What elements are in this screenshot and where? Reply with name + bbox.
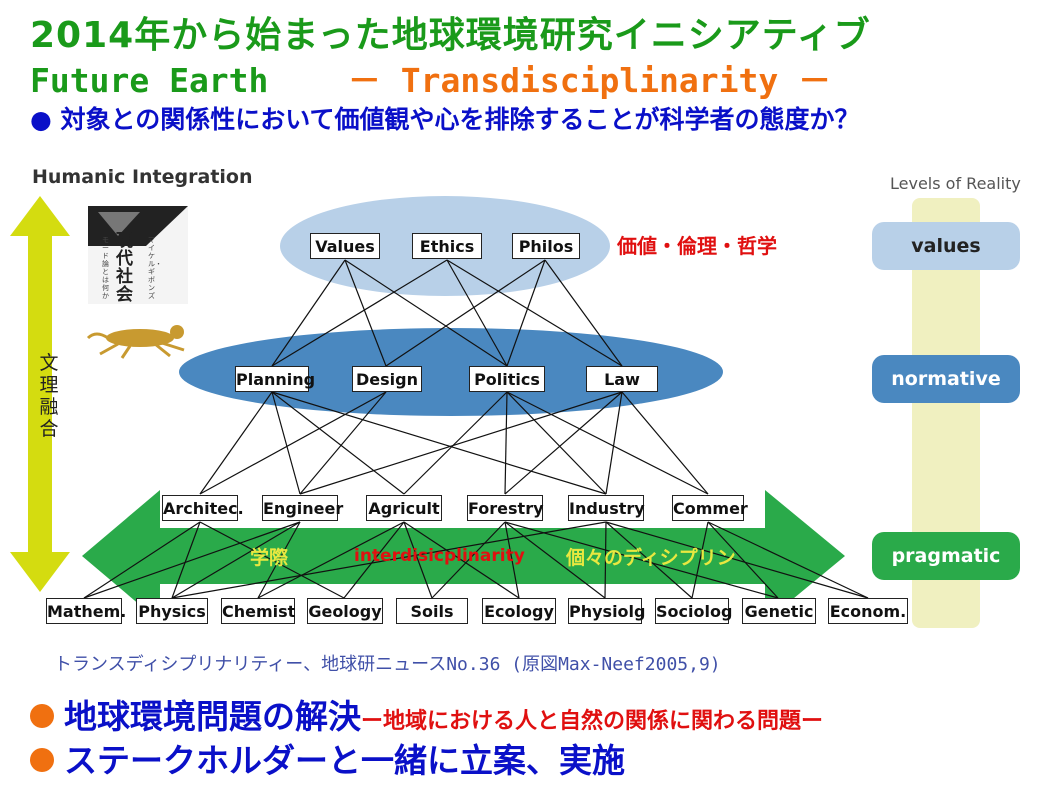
humanic-integration-label: Humanic Integration	[32, 166, 253, 188]
bullet-1-main: 地球環境問題の解決	[64, 697, 361, 736]
bullet-2: ステークホルダーと一緒に立案、実施	[30, 734, 625, 782]
node-politics: Politics	[469, 366, 545, 392]
source-caption: トランスディシプリナリティー、地球研ニュースNo.36 (原図Max-Neef2…	[54, 654, 721, 675]
node-philos: Philos	[512, 233, 580, 259]
question-bullet: ●	[30, 105, 52, 134]
book-author: マイケル・ギボンズ	[148, 236, 162, 300]
node-design: Design	[352, 366, 422, 392]
level-pragmatic: pragmatic	[872, 532, 1020, 580]
levels-band	[912, 198, 980, 628]
title-line-2: Future Earth － Transdisciplinarity －	[30, 54, 831, 102]
node-agricult: Agricult	[366, 495, 442, 521]
node-genetic: Genetic	[742, 598, 816, 624]
values-ethics-philosophy-jp-label: 価値・倫理・哲学	[617, 234, 777, 258]
node-forestry: Forestry	[467, 495, 544, 521]
arrow-label-individual-disciplines: 個々のディシプリン	[566, 547, 736, 569]
connection-lines	[83, 259, 869, 599]
green-horizontal-arrow	[82, 490, 845, 622]
node-chemist: Chemist	[221, 598, 295, 624]
yellow-vertical-arrow	[10, 196, 70, 592]
bullet-1: 地球環境問題の解決ー地域における人と自然の関係に関わる問題ー	[30, 690, 823, 738]
node-law: Law	[586, 366, 658, 392]
node-values: Values	[310, 233, 380, 259]
node-physiolg: Physiolg	[568, 598, 645, 624]
bunri-yugo-label: 文理融合	[39, 352, 59, 440]
orange-bullet-icon	[30, 747, 54, 772]
orange-bullet-icon	[30, 703, 54, 728]
node-physics: Physics	[136, 598, 208, 624]
book-title: 現代社会と知の創造	[116, 231, 133, 304]
book-subtitle: モード論とは何か	[102, 236, 109, 300]
node-ethics: Ethics	[412, 233, 482, 259]
bullet-2-text: ステークホルダーと一緒に立案、実施	[64, 741, 625, 780]
question-text: 対象との関係性において価値観や心を排除することが科学者の態度か？	[60, 105, 860, 134]
node-commer: Commer	[672, 495, 748, 521]
transdisciplinarity-label: － Transdisciplinarity －	[347, 61, 832, 100]
node-sociolog: Sociolog	[655, 598, 732, 624]
level-normative: normative	[872, 355, 1020, 403]
node-planning: Planning	[235, 366, 315, 392]
title-line-1: 2014年から始まった地球環境研究イニシアティブ	[30, 15, 871, 56]
arrow-label-gakusai: 学際	[250, 547, 289, 569]
bullet-1-sub: ー地域における人と自然の関係に関わる問題ー	[361, 709, 824, 734]
node-geology: Geology	[307, 598, 383, 624]
node-architec: Architec.	[162, 495, 244, 521]
normative-ellipse	[179, 328, 723, 416]
node-soils: Soils	[396, 598, 468, 624]
book-cover-image: 現代社会と知の創造 モード論とは何か マイケル・ギボンズ	[88, 206, 188, 304]
question-line: ● 対象との関係性において価値観や心を排除することが科学者の態度か？	[30, 100, 860, 136]
levels-of-reality-label: Levels of Reality	[890, 174, 1021, 193]
node-ecology: Ecology	[482, 598, 556, 624]
node-industry: Industry	[568, 495, 645, 521]
node-econom: Econom.	[828, 598, 908, 624]
cheetah-icon	[86, 325, 185, 359]
future-earth-label: Future Earth	[30, 61, 269, 100]
node-mathem: Mathem.	[46, 598, 126, 624]
node-engineer: Engineer	[262, 495, 343, 521]
level-values: values	[872, 222, 1020, 270]
arrow-label-interdisciplinarity: interdisicplinarity	[354, 546, 525, 566]
